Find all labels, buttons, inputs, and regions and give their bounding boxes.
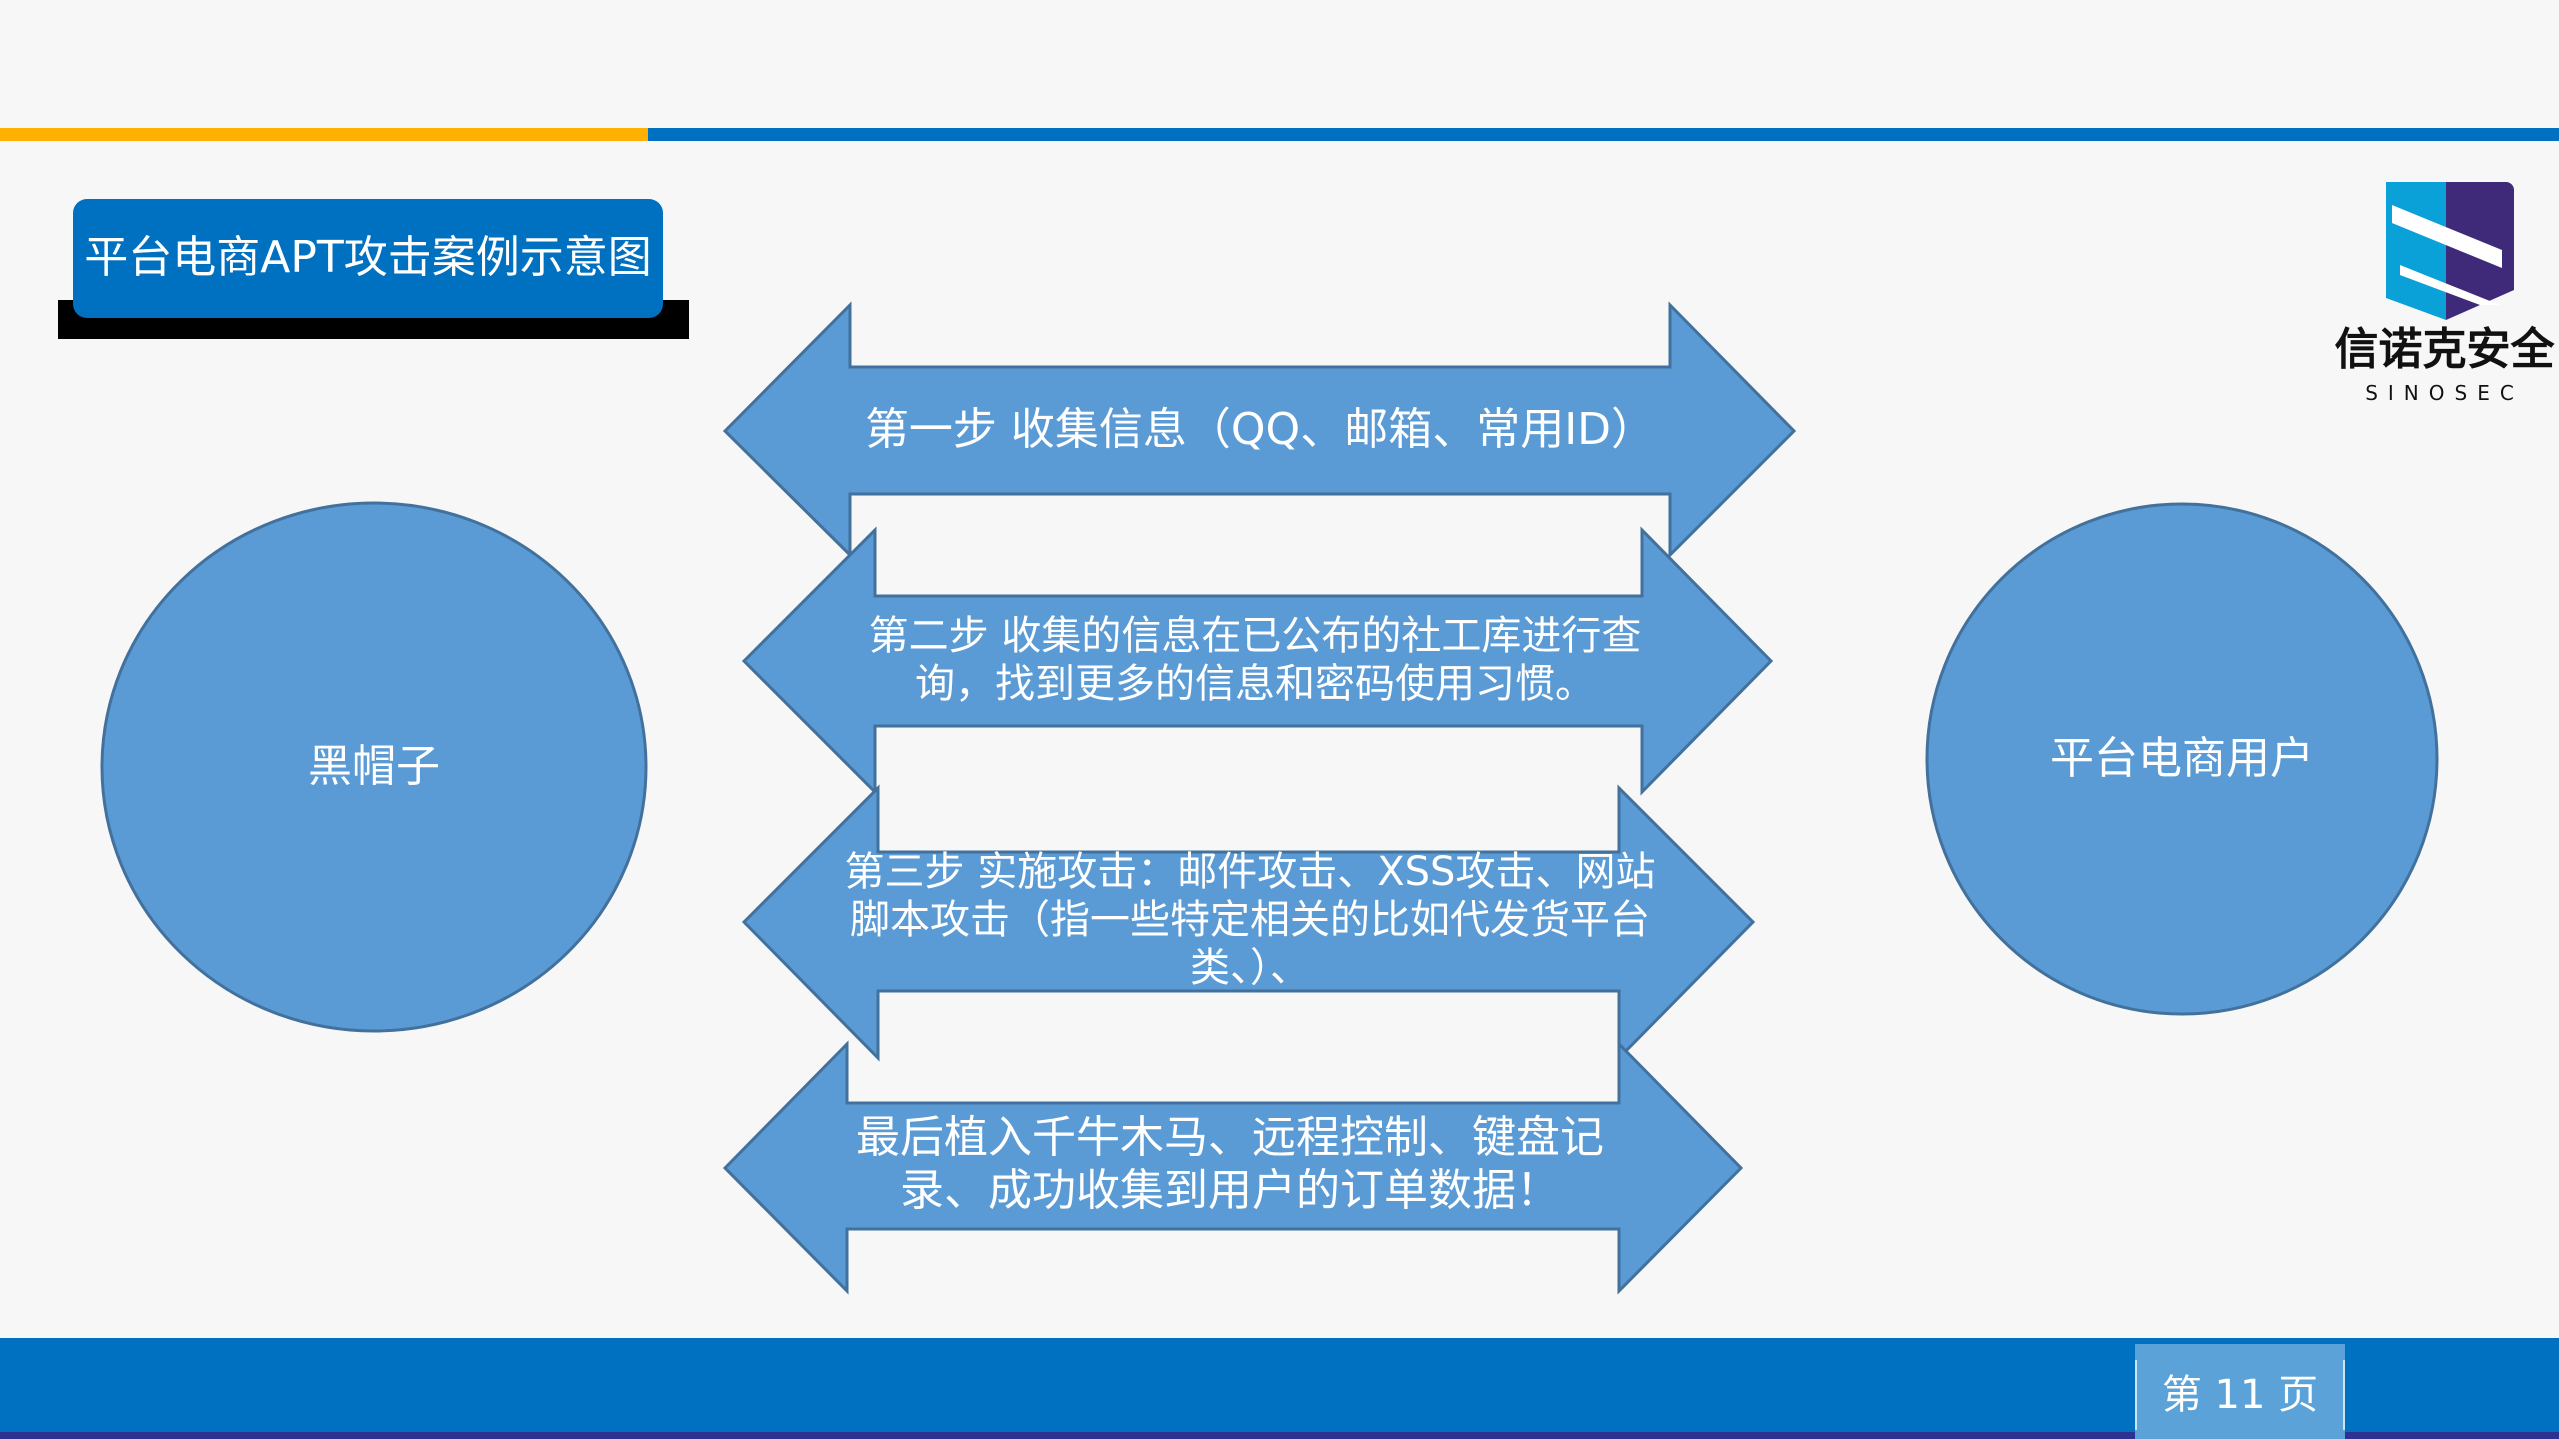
node-user-label: 平台电商用户 xyxy=(2050,732,2314,784)
node-hacker xyxy=(100,501,648,1033)
page-box xyxy=(2135,1344,2345,1439)
arrow-step-2 xyxy=(741,526,1774,796)
node-user xyxy=(1925,502,2439,1016)
arrow-step-1 xyxy=(722,301,1797,559)
arrow-step-4 xyxy=(722,1040,1744,1295)
page-title: 平台电商APT攻击案例示意图 xyxy=(84,232,652,284)
arrow-step-3 xyxy=(741,784,1756,1062)
title-box xyxy=(73,199,663,318)
step-4-text: 最后植入千牛木马、远程控制、键盘记录、成功收集到用户的订单数据！ xyxy=(856,1112,1604,1216)
footer-strip xyxy=(0,1432,2559,1439)
logo-name-en: SINOSEC xyxy=(2365,381,2524,405)
step-1-text: 第一步 收集信息（QQ、邮箱、常用ID） xyxy=(864,403,1656,455)
node-hacker-label: 黑帽子 xyxy=(308,740,440,792)
footer-bar xyxy=(0,1338,2559,1439)
logo-name-cn: 信诺克安全 xyxy=(2334,323,2555,375)
top-bar-blue xyxy=(648,128,2559,141)
logo-shield-icon xyxy=(2386,182,2514,320)
step-2-text: 第二步 收集的信息在已公布的社工库进行查询，找到更多的信息和密码使用习惯。 xyxy=(868,613,1642,707)
top-bar-orange xyxy=(0,128,648,141)
page-number: 第 11 页 xyxy=(2135,1360,2345,1430)
step-3-text: 第三步 实施攻击：邮件攻击、XSS攻击、网站脚本攻击（指一些特定相关的比如代发货… xyxy=(844,849,1656,991)
